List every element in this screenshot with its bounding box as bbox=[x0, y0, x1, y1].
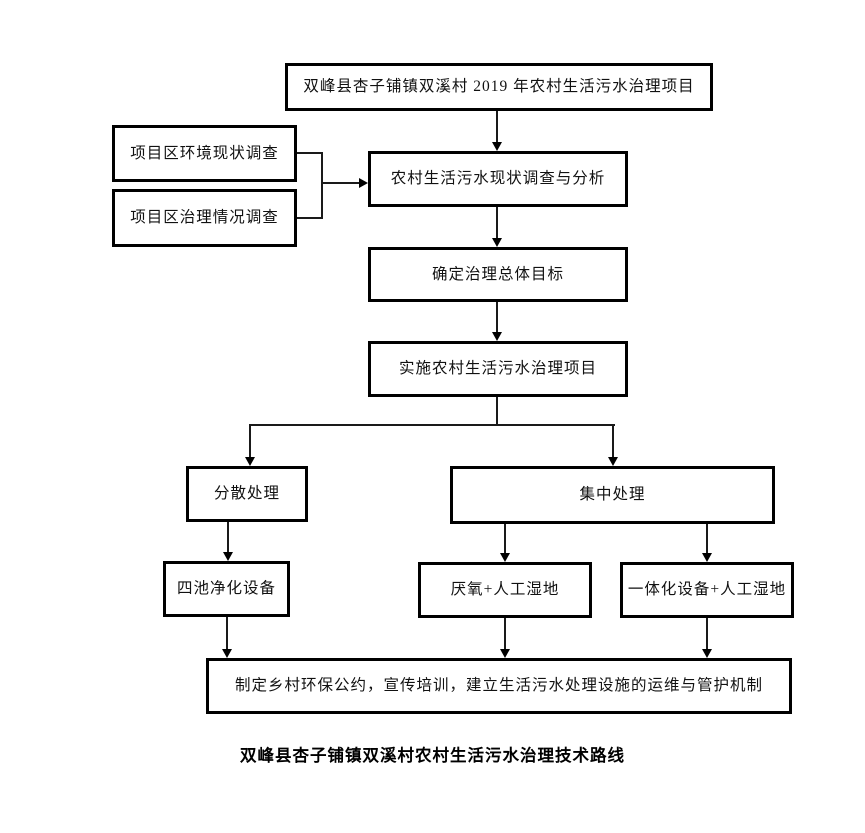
connector-centralized-to-integrated bbox=[706, 524, 708, 553]
connector-branch-rail bbox=[249, 424, 615, 426]
connector-anaerobic-to-mechanism bbox=[504, 618, 506, 649]
arrowhead-integrated-to-mechanism-icon bbox=[702, 649, 712, 658]
node-overall-goal-label: 确定治理总体目标 bbox=[431, 265, 564, 283]
node-four-pond-equipment-label: 四池净化设备 bbox=[176, 580, 276, 598]
arrowhead-goal-to-implement-icon bbox=[492, 332, 502, 341]
node-status-analysis: 农村生活污水现状调查与分析 bbox=[368, 151, 628, 207]
connector-fourpond-to-mechanism bbox=[226, 617, 228, 649]
node-four-pond-equipment: 四池净化设备 bbox=[163, 561, 290, 617]
node-dispersed-treatment-label: 分散处理 bbox=[213, 485, 280, 503]
node-status-analysis-label: 农村生活污水现状调查与分析 bbox=[390, 170, 606, 188]
connector-dispersed-to-fourpond bbox=[227, 522, 229, 552]
node-implement-project: 实施农村生活污水治理项目 bbox=[368, 341, 628, 397]
connector-integrated-to-mechanism bbox=[706, 618, 708, 649]
arrowhead-anaerobic-to-mechanism-icon bbox=[500, 649, 510, 658]
arrowhead-centralized-to-integrated-icon bbox=[702, 553, 712, 562]
node-integrated-wetland-label: 一体化设备+人工湿地 bbox=[627, 581, 787, 599]
node-overall-goal: 确定治理总体目标 bbox=[368, 247, 628, 302]
node-mechanism: 制定乡村环保公约，宣传培训，建立生活污水处理设施的运维与管护机制 bbox=[206, 658, 792, 714]
connector-title-to-analysis bbox=[496, 111, 498, 142]
connector-analysis-to-goal bbox=[496, 207, 498, 238]
node-anaerobic-wetland: 厌氧+人工湿地 bbox=[418, 562, 592, 618]
connector-treatment-survey-stub bbox=[297, 217, 323, 219]
node-implement-project-label: 实施农村生活污水治理项目 bbox=[398, 360, 597, 378]
node-project-title: 双峰县杏子铺镇双溪村 2019 年农村生活污水治理项目 bbox=[285, 63, 713, 111]
node-treatment-survey-label: 项目区治理情况调查 bbox=[130, 209, 279, 227]
connector-survey-bracket bbox=[321, 152, 323, 219]
node-centralized-treatment: 集中处理 bbox=[450, 466, 775, 524]
connector-rail-to-centralized bbox=[612, 424, 614, 457]
connector-centralized-to-anaerobic bbox=[504, 524, 506, 553]
connector-bracket-to-analysis bbox=[321, 182, 359, 184]
arrowhead-bracket-to-analysis-icon bbox=[359, 178, 368, 188]
node-env-survey: 项目区环境现状调查 bbox=[112, 125, 297, 182]
connector-env-survey-stub bbox=[297, 152, 323, 154]
connector-rail-to-dispersed bbox=[249, 424, 251, 457]
figure-caption: 双峰县杏子铺镇双溪村农村生活污水治理技术路线 bbox=[240, 746, 625, 765]
arrowhead-title-to-analysis-icon bbox=[492, 142, 502, 151]
node-treatment-survey: 项目区治理情况调查 bbox=[112, 189, 297, 247]
node-dispersed-treatment: 分散处理 bbox=[186, 466, 308, 522]
arrowhead-rail-to-dispersed-icon bbox=[245, 457, 255, 466]
connector-implement-stem bbox=[496, 397, 498, 426]
arrowhead-dispersed-to-fourpond-icon bbox=[223, 552, 233, 561]
node-mechanism-label: 制定乡村环保公约，宣传培训，建立生活污水处理设施的运维与管护机制 bbox=[234, 677, 763, 695]
node-anaerobic-wetland-label: 厌氧+人工湿地 bbox=[450, 581, 560, 599]
node-project-title-label: 双峰县杏子铺镇双溪村 2019 年农村生活污水治理项目 bbox=[303, 78, 695, 96]
node-env-survey-label: 项目区环境现状调查 bbox=[130, 144, 279, 162]
connector-goal-to-implement bbox=[496, 302, 498, 332]
arrowhead-analysis-to-goal-icon bbox=[492, 238, 502, 247]
arrowhead-centralized-to-anaerobic-icon bbox=[500, 553, 510, 562]
arrowhead-rail-to-centralized-icon bbox=[608, 457, 618, 466]
node-integrated-wetland: 一体化设备+人工湿地 bbox=[620, 562, 794, 618]
arrowhead-fourpond-to-mechanism-icon bbox=[222, 649, 232, 658]
node-centralized-treatment-label: 集中处理 bbox=[579, 486, 646, 504]
